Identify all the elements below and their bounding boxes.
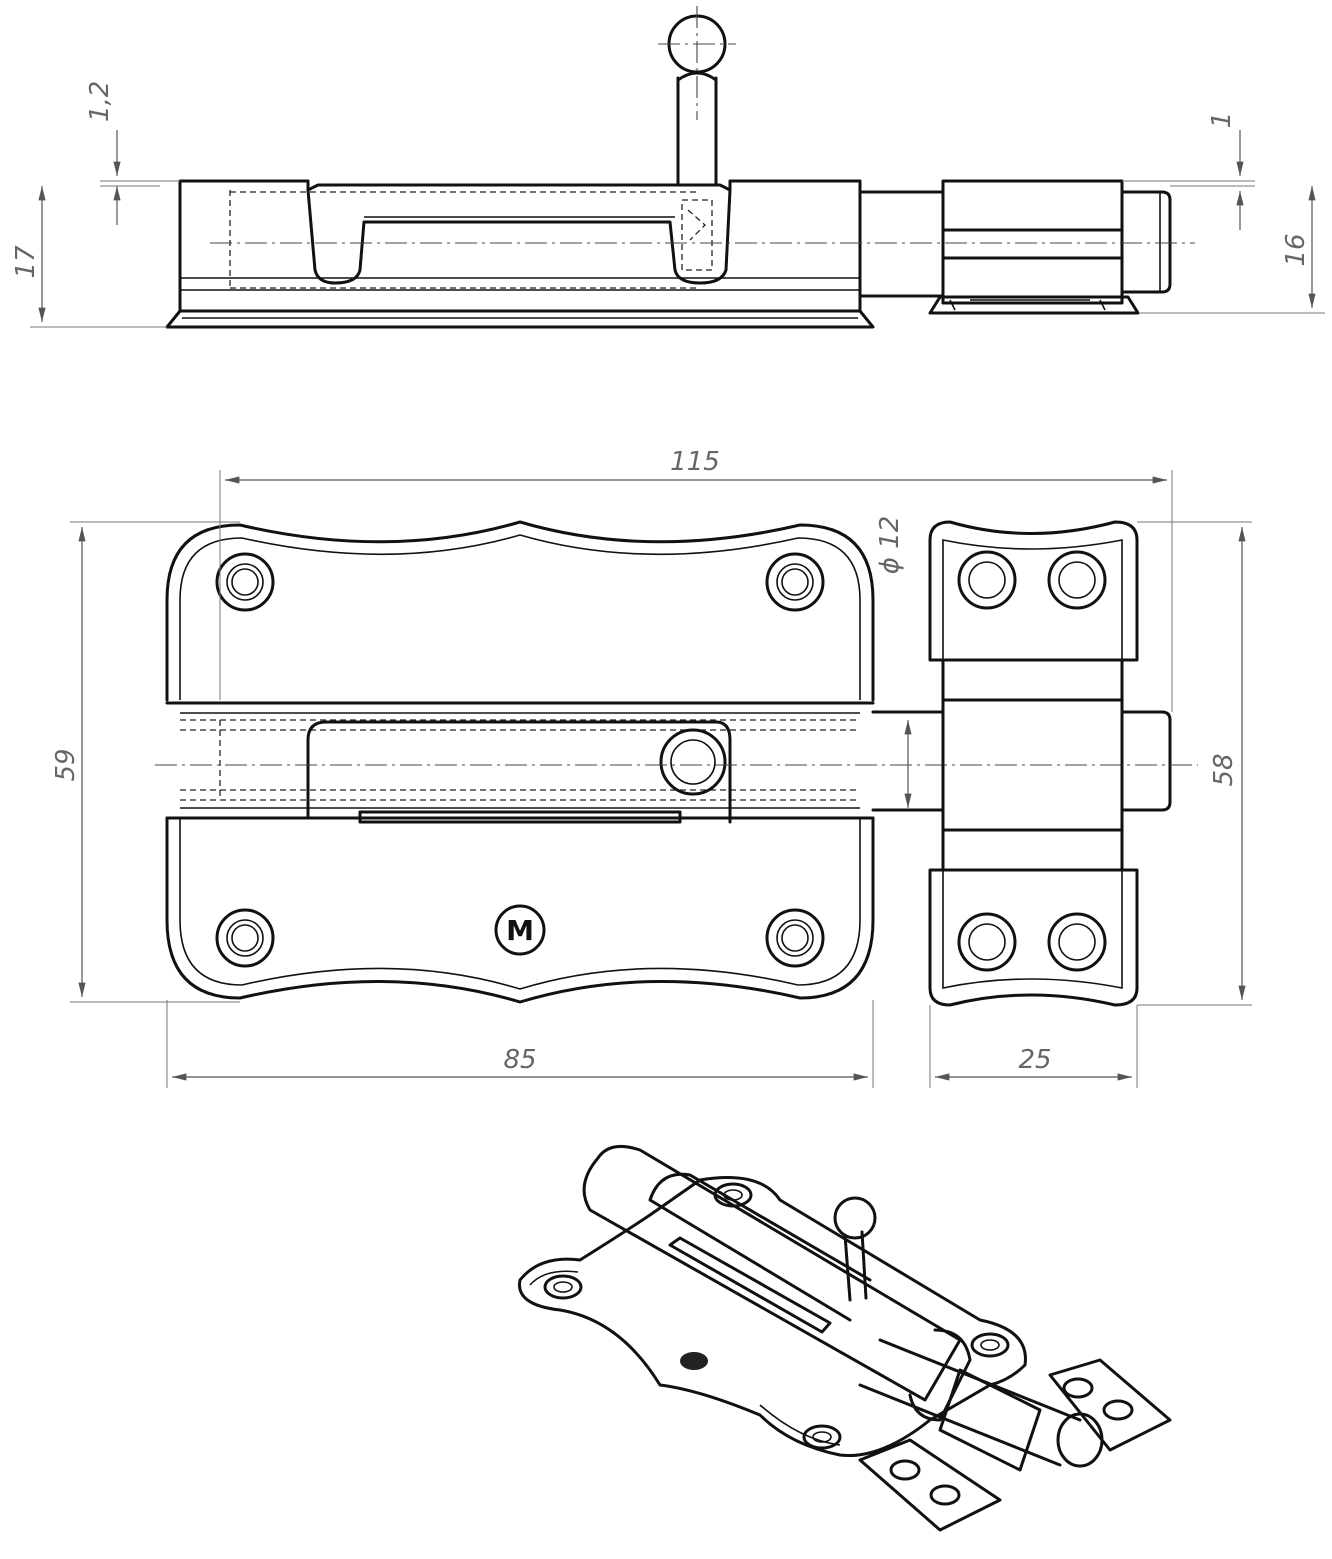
logo-text: M [506, 914, 534, 947]
dim-side-keeper-height: 16 [1281, 233, 1311, 266]
dim-keeper-height: 58 [1209, 753, 1239, 786]
mounting-holes [215, 552, 825, 968]
dim-overall-length: 115 [670, 447, 720, 477]
side-view: 1,2 17 1 16 [11, 6, 1325, 329]
dim-plate-height: 59 [51, 748, 81, 781]
dim-bolt-diameter: ϕ 12 [875, 516, 905, 575]
dim-plate-length: 85 [503, 1045, 536, 1075]
isometric-view [518, 1144, 1172, 1532]
dim-side-height: 17 [11, 245, 41, 279]
logo-icon [494, 904, 546, 956]
dim-side-offset: 1 [1207, 112, 1237, 129]
keeper-holes [957, 550, 1107, 972]
front-view: M 115 ϕ 12 59 58 85 25 [51, 447, 1252, 1088]
dim-side-plate-thickness: 1,2 [85, 81, 115, 122]
dim-keeper-width: 25 [1018, 1045, 1051, 1075]
